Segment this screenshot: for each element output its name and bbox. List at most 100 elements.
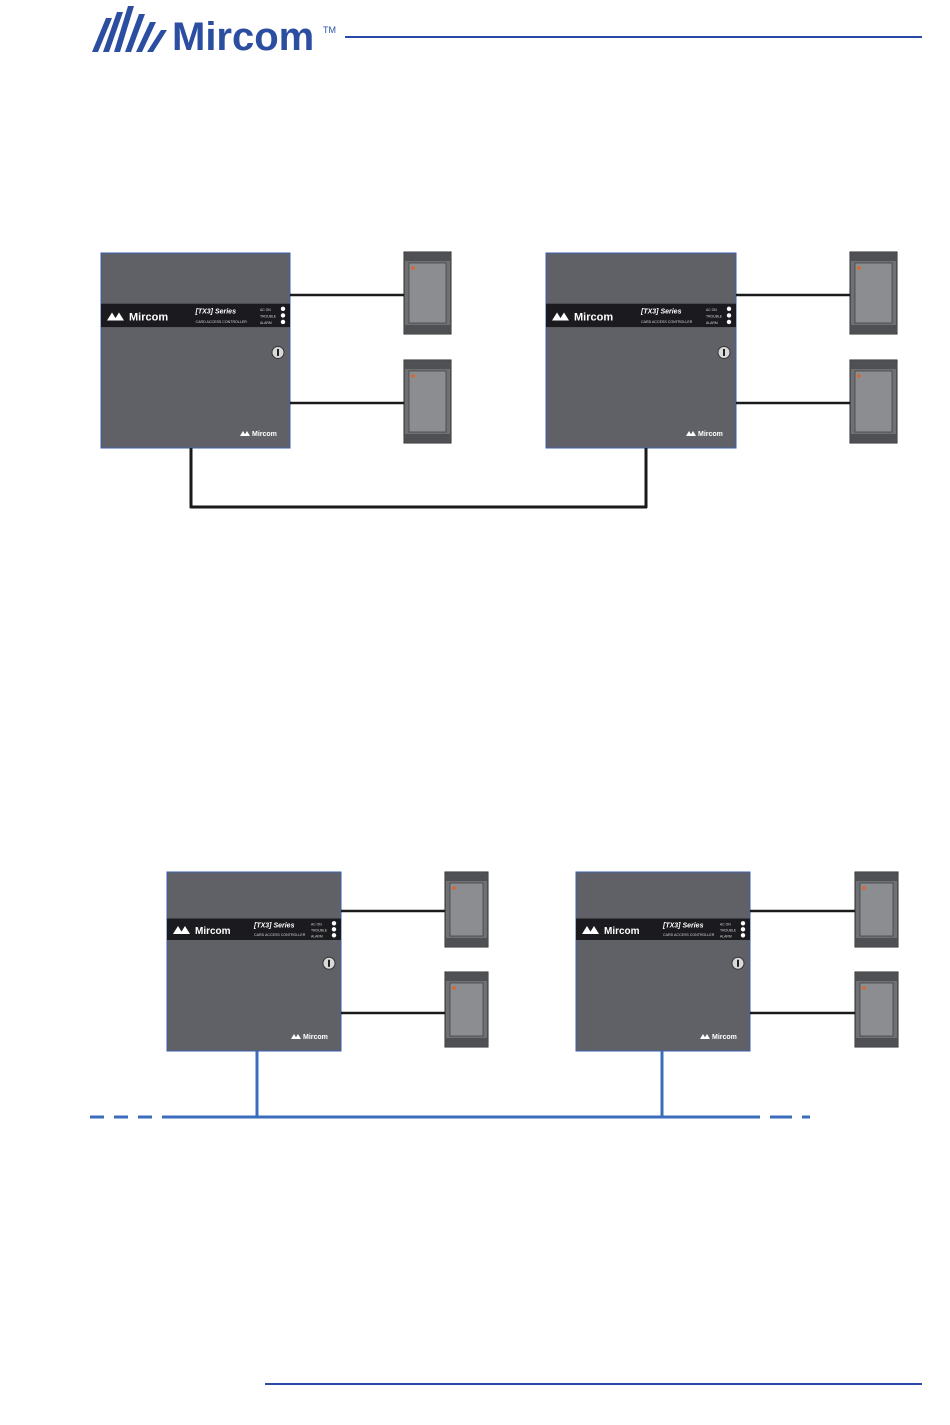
panel-subtitle: CARD ACCESS CONTROLLER <box>641 320 693 324</box>
card-reader <box>850 360 897 443</box>
panel-body <box>546 253 736 448</box>
reader-bottom-cap <box>851 434 896 442</box>
reader-led-icon <box>862 986 866 990</box>
panel-model: [TX3] Series <box>662 923 704 930</box>
panel-led-indicator <box>281 313 285 317</box>
reader-bottom-cap <box>856 938 897 946</box>
panel-led-indicator <box>332 927 336 931</box>
keyhole-slot <box>277 349 279 356</box>
panel-footer-brand: Mircom <box>252 431 277 438</box>
keyhole-icon <box>718 346 730 358</box>
diagram-bottom-network: Mircom [TX3] SeriesCARD ACCESS CONTROLLER… <box>90 872 898 1118</box>
panel-led-indicator <box>741 927 745 931</box>
reader-led-icon <box>452 986 456 990</box>
reader-led-icon <box>411 374 415 378</box>
card-reader <box>855 872 898 947</box>
panel-model: [TX3] Series <box>195 309 237 316</box>
access-controller-panel: Mircom [TX3] SeriesCARD ACCESS CONTROLLER… <box>167 872 341 1051</box>
reader-top-cap <box>405 253 450 261</box>
reader-bottom-cap <box>446 1038 487 1046</box>
panel-led-label: AC ON <box>720 922 731 926</box>
panel-subtitle: CARD ACCESS CONTROLLER <box>663 933 715 937</box>
panel-model: [TX3] Series <box>640 309 682 316</box>
reader-face <box>855 263 892 323</box>
card-reader <box>850 252 897 334</box>
card-reader <box>855 972 898 1047</box>
card-reader <box>445 972 488 1047</box>
reader-face <box>860 883 893 936</box>
panel-footer-brand: Mircom <box>303 1034 328 1041</box>
panel-brand: Mircom <box>604 926 640 937</box>
panel-led-label: AC ON <box>706 308 717 312</box>
panel-body <box>576 872 750 1051</box>
reader-face <box>860 983 893 1036</box>
reader-bottom-cap <box>405 434 450 442</box>
panel-led-indicator <box>281 307 285 311</box>
keyhole-icon <box>323 957 335 969</box>
reader-led-icon <box>452 886 456 890</box>
reader-led-icon <box>411 266 415 270</box>
panel-brand: Mircom <box>195 926 231 937</box>
reader-face <box>855 371 892 432</box>
panel-led-indicator <box>332 933 336 937</box>
panel-led-label: ALARM <box>311 934 323 938</box>
panel-body <box>167 872 341 1051</box>
mircom-logo-icon <box>92 6 167 52</box>
panel-footer-brand: Mircom <box>698 431 723 438</box>
panel-model: [TX3] Series <box>253 923 295 930</box>
panel-led-label: ALARM <box>706 321 718 325</box>
reader-top-cap <box>851 361 896 369</box>
keyhole-slot <box>737 960 739 967</box>
reader-bottom-cap <box>851 325 896 333</box>
panel-brand: Mircom <box>129 312 168 324</box>
reader-face <box>450 983 483 1036</box>
keyhole-icon <box>732 957 744 969</box>
panel-body <box>101 253 290 448</box>
reader-top-cap <box>851 253 896 261</box>
reader-bottom-cap <box>405 325 450 333</box>
panel-led-indicator <box>741 933 745 937</box>
reader-led-icon <box>857 266 861 270</box>
reader-top-cap <box>446 873 487 881</box>
panel-led-label: TROUBLE <box>706 314 723 318</box>
trademark-mark: TM <box>323 25 336 35</box>
reader-face <box>409 371 446 432</box>
reader-bottom-cap <box>856 1038 897 1046</box>
brand-name: Mircom <box>172 15 314 59</box>
reader-top-cap <box>446 973 487 981</box>
panel-led-label: TROUBLE <box>311 928 328 932</box>
reader-top-cap <box>856 973 897 981</box>
reader-top-cap <box>856 873 897 881</box>
keyhole-icon <box>272 346 284 358</box>
reader-led-icon <box>857 374 861 378</box>
panel-led-indicator <box>281 320 285 324</box>
panel-led-label: TROUBLE <box>720 928 737 932</box>
panel-led-indicator <box>727 320 731 324</box>
panel-brand: Mircom <box>574 312 613 324</box>
panel-led-indicator <box>741 921 745 925</box>
panel-led-label: AC ON <box>311 922 322 926</box>
reader-face <box>450 883 483 936</box>
reader-bottom-cap <box>446 938 487 946</box>
panel-led-indicator <box>727 307 731 311</box>
panel-led-indicator <box>727 313 731 317</box>
panel-led-label: ALARM <box>720 934 732 938</box>
panel-subtitle: CARD ACCESS CONTROLLER <box>254 933 306 937</box>
reader-led-icon <box>862 886 866 890</box>
panel-subtitle: CARD ACCESS CONTROLLER <box>196 320 248 324</box>
panel-led-label: AC ON <box>260 308 271 312</box>
panel-footer-brand: Mircom <box>712 1034 737 1041</box>
header: Mircom TM <box>92 6 922 59</box>
keyhole-slot <box>723 349 725 356</box>
panel-led-indicator <box>332 921 336 925</box>
card-reader <box>445 872 488 947</box>
reader-face <box>409 263 446 323</box>
panel-led-label: ALARM <box>260 321 272 325</box>
card-reader <box>404 252 451 334</box>
